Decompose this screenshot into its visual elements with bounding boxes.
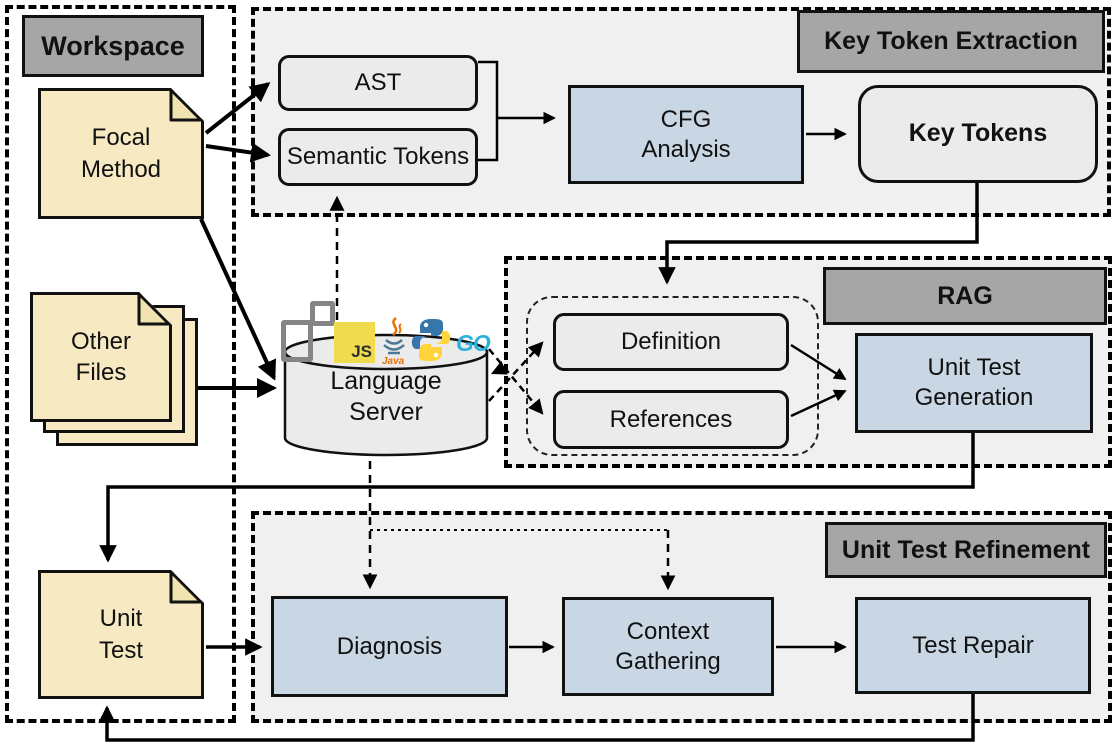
references-box: References — [553, 390, 789, 449]
focal-method-line1: Focal — [91, 124, 151, 152]
cfg-analysis-box: CFG Analysis — [568, 85, 804, 184]
focal-method-file: Focal Method — [38, 88, 204, 219]
java-icon: Java — [378, 316, 410, 367]
arrow-focal-to-ast — [204, 82, 271, 135]
workspace-region — [5, 5, 236, 723]
language-server-label: Language Server — [300, 363, 472, 431]
test-repair-box: Test Repair — [855, 597, 1091, 694]
key-tokens-label: Key Tokens — [908, 119, 1048, 148]
java-cup-icon — [383, 317, 405, 355]
code-blocks-icon — [310, 301, 335, 326]
unit-test-line2: Test — [98, 636, 143, 664]
test-repair-label: Test Repair — [912, 631, 1034, 659]
unit-test-refinement-label-text: Unit Test Refinement — [841, 535, 1091, 564]
context-gathering-line1: Context — [626, 617, 710, 645]
unit-test-file: Unit Test — [38, 570, 204, 699]
dashed-arrow-language-server-to-references — [488, 348, 544, 415]
go-icon: GO — [456, 330, 491, 357]
go-icon-label: GO — [456, 330, 491, 356]
definition-box: Definition — [553, 313, 789, 371]
page-fold-icon — [168, 570, 204, 606]
key-token-extraction-label: Key Token Extraction — [797, 10, 1105, 73]
unit-test-generation-line1: Unit Test — [927, 354, 1021, 381]
diagnosis-box: Diagnosis — [271, 596, 508, 697]
ast-label: AST — [354, 69, 402, 96]
context-gathering-line2: Gathering — [615, 647, 721, 675]
arrow-references-to-generation — [790, 389, 847, 418]
arrow-test-repair-to-unit-test — [98, 694, 975, 742]
dashed-arrow-to-language-server — [490, 360, 508, 375]
language-server-line2: Server — [349, 398, 423, 426]
dashed-arrow-language-server-to-definition — [488, 341, 544, 402]
context-gathering-box: Context Gathering — [562, 597, 774, 696]
references-label: References — [609, 405, 733, 433]
rag-label-text: RAG — [937, 281, 993, 310]
language-server-line1: Language — [330, 366, 442, 395]
python-logo-icon — [411, 319, 451, 361]
definition-label: Definition — [620, 328, 722, 355]
javascript-icon-label: JS — [351, 342, 372, 361]
cfg-analysis-line1: CFG — [660, 105, 712, 133]
workspace-label: Workspace — [22, 15, 204, 77]
arrow-definition-to-generation — [790, 343, 847, 381]
arrow-focal-to-language-server — [199, 218, 276, 381]
bracket-ast-semantic — [478, 60, 499, 162]
key-token-extraction-label-text: Key Token Extraction — [824, 27, 1078, 55]
code-blocks-icon — [281, 320, 313, 362]
workspace-label-text: Workspace — [41, 30, 185, 61]
javascript-icon: JS — [334, 322, 375, 363]
unit-test-refinement-label: Unit Test Refinement — [825, 522, 1107, 578]
semantic-tokens-box: Semantic Tokens — [278, 128, 478, 186]
page-fold-icon — [168, 88, 204, 124]
arrow-generation-to-unit-test — [99, 433, 975, 563]
semantic-tokens-label: Semantic Tokens — [286, 143, 470, 170]
cfg-analysis-line2: Analysis — [641, 135, 731, 163]
rag-retrieval-group — [526, 296, 819, 456]
unit-test-generation-box: Unit Test Generation — [855, 333, 1093, 433]
python-icon — [408, 316, 454, 364]
rag-label: RAG — [823, 267, 1107, 325]
ast-box: AST — [278, 55, 478, 111]
arrow-focal-to-semantic-tokens — [205, 142, 271, 163]
other-files-line2: Files — [75, 359, 127, 386]
focal-method-line2: Method — [80, 155, 162, 183]
other-files-stack: Other Files — [30, 292, 172, 422]
diagnosis-label: Diagnosis — [336, 632, 443, 660]
unit-test-generation-line2: Generation — [914, 384, 1034, 411]
java-icon-label: Java — [382, 356, 405, 367]
other-files-line1: Other — [70, 327, 132, 355]
page-fold-icon — [136, 292, 172, 328]
unit-test-line1: Unit — [99, 605, 143, 633]
arrow-key-tokens-to-rag — [658, 183, 979, 285]
key-tokens-box: Key Tokens — [858, 85, 1098, 183]
